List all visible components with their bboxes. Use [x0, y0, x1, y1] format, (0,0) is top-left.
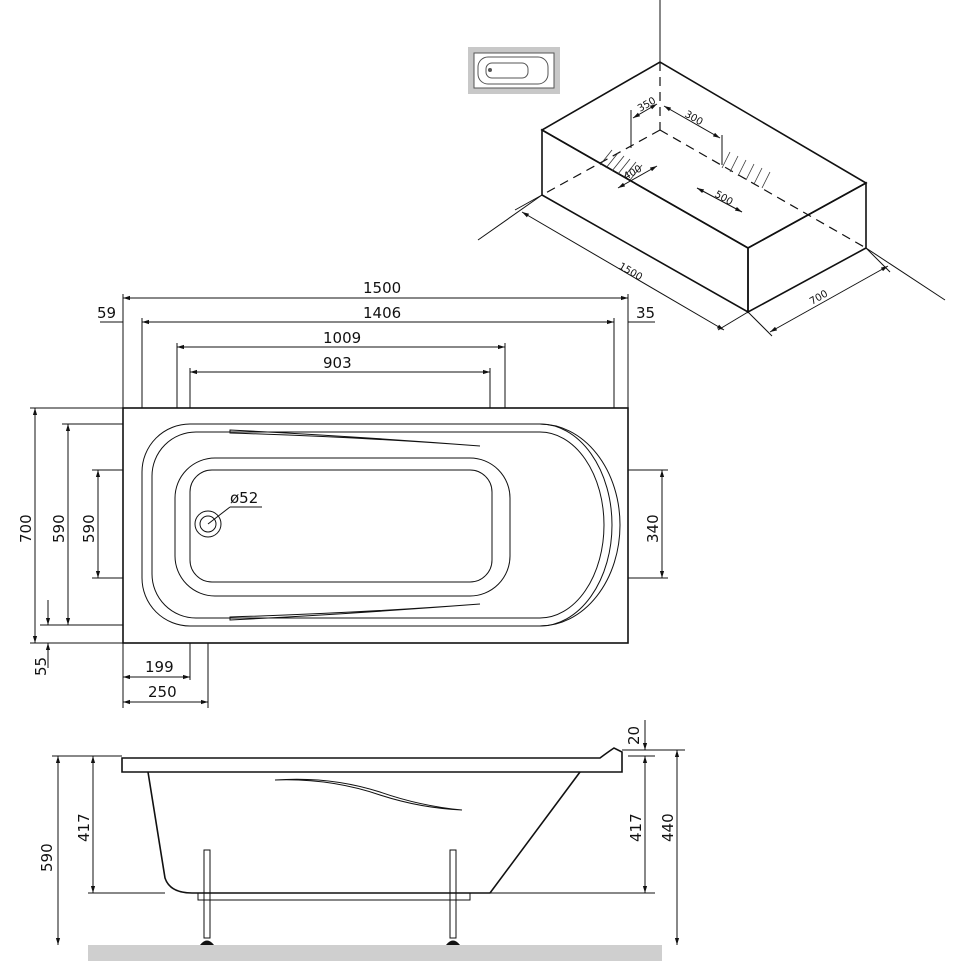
drain-diameter-label: ø52 [230, 489, 258, 507]
thumbnail-preview [468, 47, 560, 94]
dim-55: 55 [32, 657, 50, 676]
leg-right [449, 849, 457, 939]
floor [88, 945, 662, 961]
dim-199: 199 [145, 658, 174, 676]
iso-offset-left: 350 [636, 96, 658, 115]
leg-left [203, 849, 211, 939]
support-frame [197, 892, 471, 901]
dim-1500: 1500 [363, 279, 401, 297]
dim-1009: 1009 [323, 329, 361, 347]
dim-700: 700 [17, 514, 35, 543]
support-hatch-right [721, 151, 771, 189]
side-view: 590 417 417 20 440 [38, 720, 685, 961]
iso-support-right: 500 [713, 189, 735, 208]
dim-20: 20 [625, 726, 643, 745]
dim-250: 250 [148, 683, 177, 701]
dim-35: 35 [636, 304, 655, 322]
dim-590-basin: 590 [80, 514, 98, 543]
iso-offset-right: 300 [683, 109, 705, 128]
dim-59: 59 [97, 304, 116, 322]
dim-340: 340 [644, 514, 662, 543]
dim-590-rim: 590 [50, 514, 68, 543]
dim-903: 903 [323, 354, 352, 372]
top-view: ø52 1500 1406 59 35 1009 903 700 590 [17, 279, 668, 708]
dim-417-left: 417 [75, 813, 93, 842]
dim-417-right: 417 [627, 813, 645, 842]
dim-1406: 1406 [363, 304, 401, 322]
iso-length: 1500 [617, 261, 645, 283]
dim-590-height: 590 [38, 843, 56, 872]
dim-440: 440 [659, 813, 677, 842]
isometric-view: 350 300 400 500 1500 700 [477, 0, 946, 337]
